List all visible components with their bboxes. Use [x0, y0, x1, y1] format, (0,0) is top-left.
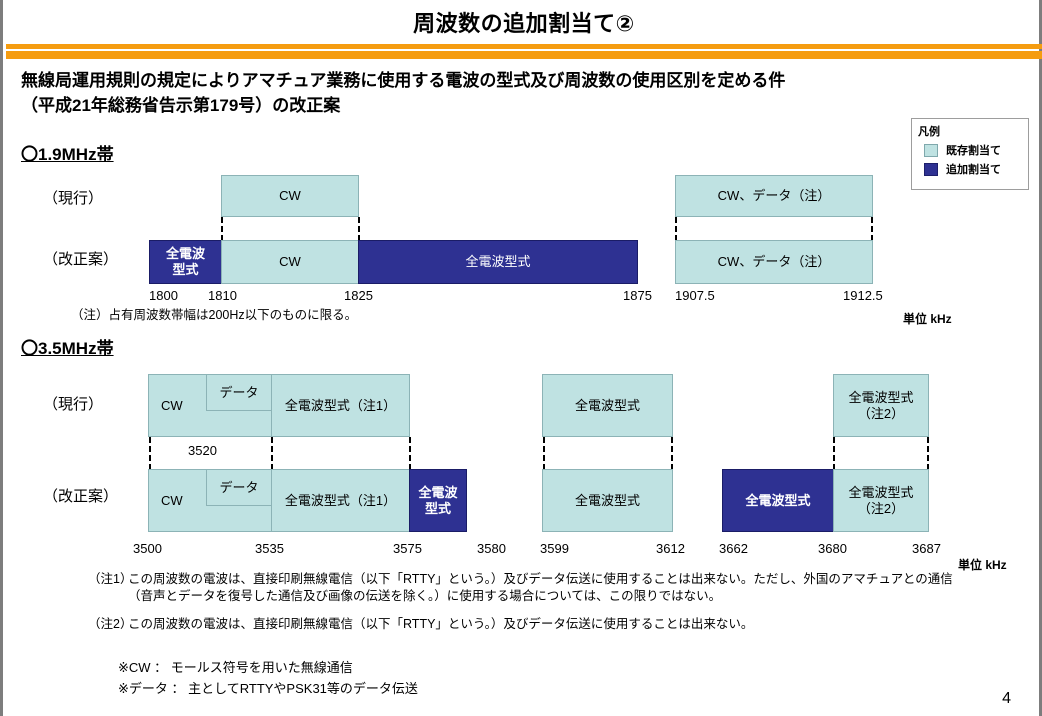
intro-line-1: 無線局運用規則の規定によりアマチュア業務に使用する電波の型式及び周波数の使用区別…: [21, 71, 786, 90]
tick-35-3612: 3612: [656, 541, 685, 556]
connector-35-3500: [149, 437, 151, 470]
tick-35-inner-3520: 3520: [188, 443, 217, 458]
bar-19-current-cw-data: CW、データ（注）: [675, 175, 873, 217]
bar-35-current-all-modes-note2: 全電波型式 （注2）: [833, 374, 929, 437]
connector-35-3612: [671, 437, 673, 470]
unit-label-35: 単位 kHz: [958, 558, 1007, 572]
legend-swatch-additional-icon: [924, 162, 938, 176]
tick-19-1912-5: 1912.5: [843, 288, 883, 303]
footnote-2-body: この周波数の電波は、直接印刷無線電信（以下「RTTY」という。）及びデータ伝送に…: [128, 617, 754, 631]
connector-19-left-1810: [221, 217, 223, 241]
legend-item-additional: 追加割当て: [924, 161, 1022, 177]
connector-35-3599: [543, 437, 545, 470]
bar-19-revised-all-modes-high: 全電波型式: [358, 240, 638, 284]
tick-19-1907-5: 1907.5: [675, 288, 715, 303]
connector-35-3680: [833, 437, 835, 470]
tick-35-3662: 3662: [719, 541, 748, 556]
bar-35-revised-all-modes-1: 全電波型式（注1）: [271, 469, 410, 532]
glossary-cw: ※CW ： モールス符号を用いた無線通信: [118, 660, 353, 675]
footnote-2-lead: （注2）: [88, 617, 133, 631]
connector-19-right-19125: [871, 217, 873, 241]
bar-35-revised-data: データ: [206, 469, 272, 506]
connector-35-3575: [409, 437, 411, 470]
connector-19-right-19075: [675, 217, 677, 241]
row-label-revised-35: （改正案）: [43, 488, 119, 505]
bar-35-current-all-modes-2: 全電波型式: [542, 374, 673, 437]
connector-35-3687: [927, 437, 929, 470]
tick-19-1810: 1810: [208, 288, 237, 303]
accent-rule-bottom: [6, 51, 1042, 59]
connector-35-3535: [271, 437, 273, 470]
header-accent-rule: [6, 44, 1042, 60]
legend-label-additional: 追加割当て: [946, 164, 1001, 176]
row-label-current-35: （現行）: [43, 396, 104, 413]
tick-19-1825: 1825: [344, 288, 373, 303]
tick-35-3687: 3687: [912, 541, 941, 556]
legend-label-existing: 既存割当て: [946, 145, 1001, 157]
tick-35-3535: 3535: [255, 541, 284, 556]
page-number: 4: [1002, 690, 1011, 707]
bar-19-revised-cw: CW: [221, 240, 359, 284]
legend-swatch-existing-icon: [924, 143, 938, 157]
bar-35-revised-all-modes-2: 全電波型式: [542, 469, 673, 532]
tick-35-3500: 3500: [133, 541, 162, 556]
tick-35-3680: 3680: [818, 541, 847, 556]
bar-35-current-all-modes-1: 全電波型式（注1）: [271, 374, 410, 437]
bar-19-current-cw: CW: [221, 175, 359, 217]
connector-19-left-1825: [358, 217, 360, 241]
tick-19-1875: 1875: [623, 288, 652, 303]
accent-rule-top: [6, 44, 1042, 49]
legend-title: 凡例: [918, 126, 940, 138]
intro-text: 無線局運用規則の規定によりアマチュア業務に使用する電波の型式及び周波数の使用区別…: [21, 68, 921, 118]
bar-35-revised-added-3662-3680: 全電波型式: [722, 469, 834, 532]
tick-19-1800: 1800: [149, 288, 178, 303]
bar-35-revised-added-3575-3580: 全電波 型式: [409, 469, 467, 532]
bar-35-revised-all-modes-note2: 全電波型式 （注2）: [833, 469, 929, 532]
tick-35-3580: 3580: [477, 541, 506, 556]
intro-line-2: （平成21年総務省告示第179号）の改正案: [21, 96, 341, 115]
section-heading-1-9mhz: 〇1.9MHz帯: [21, 145, 114, 164]
footnote-2: （注2）この周波数の電波は、直接印刷無線電信（以下「RTTY」という。）及びデー…: [88, 616, 968, 633]
legend-item-existing: 既存割当て: [924, 142, 1022, 158]
section-heading-3-5mhz: 〇3.5MHz帯: [21, 339, 114, 358]
legend-box: 凡例 既存割当て 追加割当て: [911, 118, 1029, 190]
page-title: 周波数の追加割当て②: [413, 11, 635, 36]
tick-35-3575: 3575: [393, 541, 422, 556]
note-19-occupied-bandwidth: （注）占有周波数帯幅は200Hz以下のものに限る。: [71, 308, 358, 322]
tick-35-3599: 3599: [540, 541, 569, 556]
unit-label-19: 単位 kHz: [903, 312, 952, 326]
footnote-1-body: この周波数の電波は、直接印刷無線電信（以下「RTTY」という。）及びデータ伝送に…: [128, 572, 953, 603]
footnote-1-lead: （注1）: [88, 572, 133, 586]
row-label-revised-19: （改正案）: [43, 251, 119, 268]
bar-19-revised-all-modes-low: 全電波 型式: [149, 240, 222, 284]
glossary-data: ※データ ： 主としてRTTYやPSK31等のデータ伝送: [118, 681, 418, 696]
footnote-1: （注1）この周波数の電波は、直接印刷無線電信（以下「RTTY」という。）及びデー…: [88, 571, 968, 605]
bar-35-current-data: データ: [206, 374, 272, 411]
bar-19-revised-cw-data: CW、データ（注）: [675, 240, 873, 284]
row-label-current-19: （現行）: [43, 190, 104, 207]
